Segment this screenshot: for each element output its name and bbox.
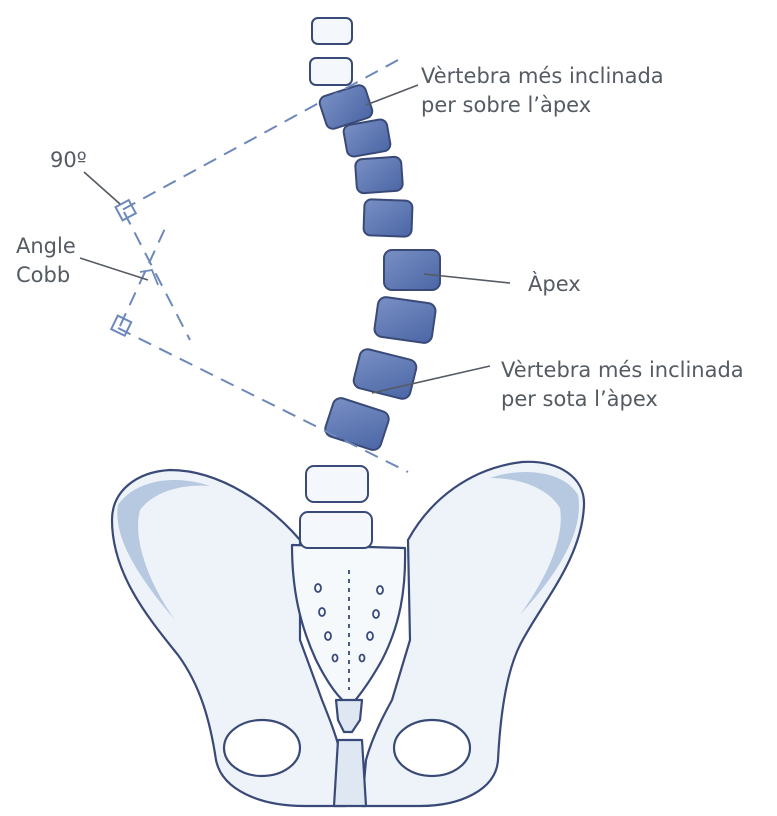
curved-vertebrae [318,83,440,452]
lumbar-vertebrae [300,466,372,548]
coccyx [336,700,362,732]
label-lower-vertebra-line2: per sota l’àpex [501,385,744,414]
label-apex-text: Àpex [528,270,581,299]
label-upper-vertebra-line2: per sobre l’àpex [421,91,664,120]
label-cobb-line1: Angle [16,232,76,261]
leader-lines [80,85,510,393]
label-right-angle-text: 90º [50,146,87,175]
leader-cobb [80,258,148,280]
left-obturator-foramen [224,720,300,776]
label-lower-vertebra: Vèrtebra més inclinada per sota l’àpex [501,356,744,414]
label-cobb-line2: Cobb [16,261,76,290]
label-cobb-angle: Angle Cobb [16,232,76,290]
label-upper-vertebra: Vèrtebra més inclinada per sobre l’àpex [421,62,664,120]
label-lower-vertebra-line1: Vèrtebra més inclinada [501,356,744,385]
pubic-symphysis [334,740,366,806]
right-obturator-foramen [394,720,470,776]
leader-upper-vertebra [366,85,418,105]
label-right-angle: 90º [50,146,87,175]
label-apex: Àpex [528,270,581,299]
label-upper-vertebra-line1: Vèrtebra més inclinada [421,62,664,91]
lower-end-vertebra [323,396,391,452]
leader-90 [84,172,120,204]
spine [300,18,440,548]
upper-normal-vertebrae [310,18,352,85]
apex-vertebra [384,250,440,290]
